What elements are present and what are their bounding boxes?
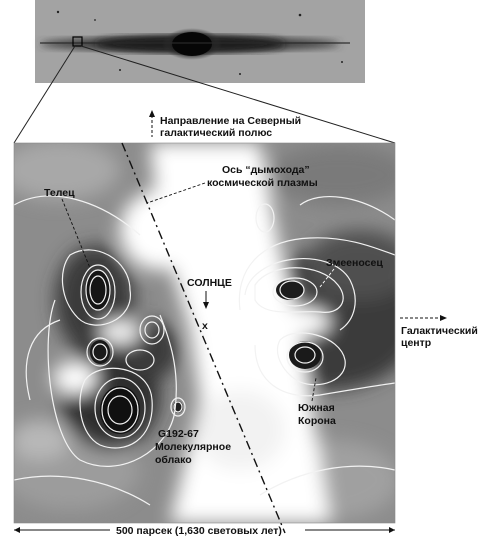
- taurus-leader: [61, 198, 91, 269]
- cloud-id-label: G192-67: [158, 428, 199, 440]
- chimney-axis-label-2: космической плазмы: [207, 177, 318, 189]
- galactic-center-label-1: Галактический: [401, 325, 478, 337]
- taurus-label: Телец: [44, 187, 75, 199]
- sun-arrow-head: [203, 302, 209, 309]
- south-corona-label-1: Южная: [298, 402, 335, 414]
- north-pole-arrow: [149, 110, 155, 137]
- galaxy-edge-on-image: [35, 0, 365, 83]
- zoom-region-box: [72, 36, 83, 47]
- zoom-line-right: [80, 45, 396, 144]
- ophiuchus-leader: [319, 268, 335, 288]
- galactic-center-arrow-head: [440, 315, 447, 321]
- south-corona-label-2: Корона: [298, 415, 336, 427]
- sun-label: СОЛНЦЕ: [187, 277, 232, 289]
- cloud-label-1: Молекулярное: [155, 441, 231, 453]
- contours: [14, 195, 395, 506]
- scale-bar-label: 500 парсек (1,630 световых лет): [116, 525, 282, 537]
- sun-marker: x: [202, 320, 208, 332]
- galactic-center-label-2: центр: [401, 337, 431, 349]
- south-corona-leader: [311, 377, 317, 402]
- chimney-axis-leader: [146, 182, 206, 204]
- chimney-axis-line: [121, 142, 286, 534]
- chimney-axis-label-1: Ось “дымохода”: [222, 164, 310, 176]
- north-direction-label-2: галактический полюс: [160, 127, 272, 139]
- north-direction-label-1: Направление на Северный: [160, 115, 301, 127]
- cloud-label-2: облако: [155, 454, 192, 466]
- scale-bar: [14, 527, 395, 533]
- interstellar-map: [13, 142, 396, 524]
- ophiuchus-label: Змееносец: [326, 257, 383, 269]
- zoom-line-left: [13, 45, 76, 144]
